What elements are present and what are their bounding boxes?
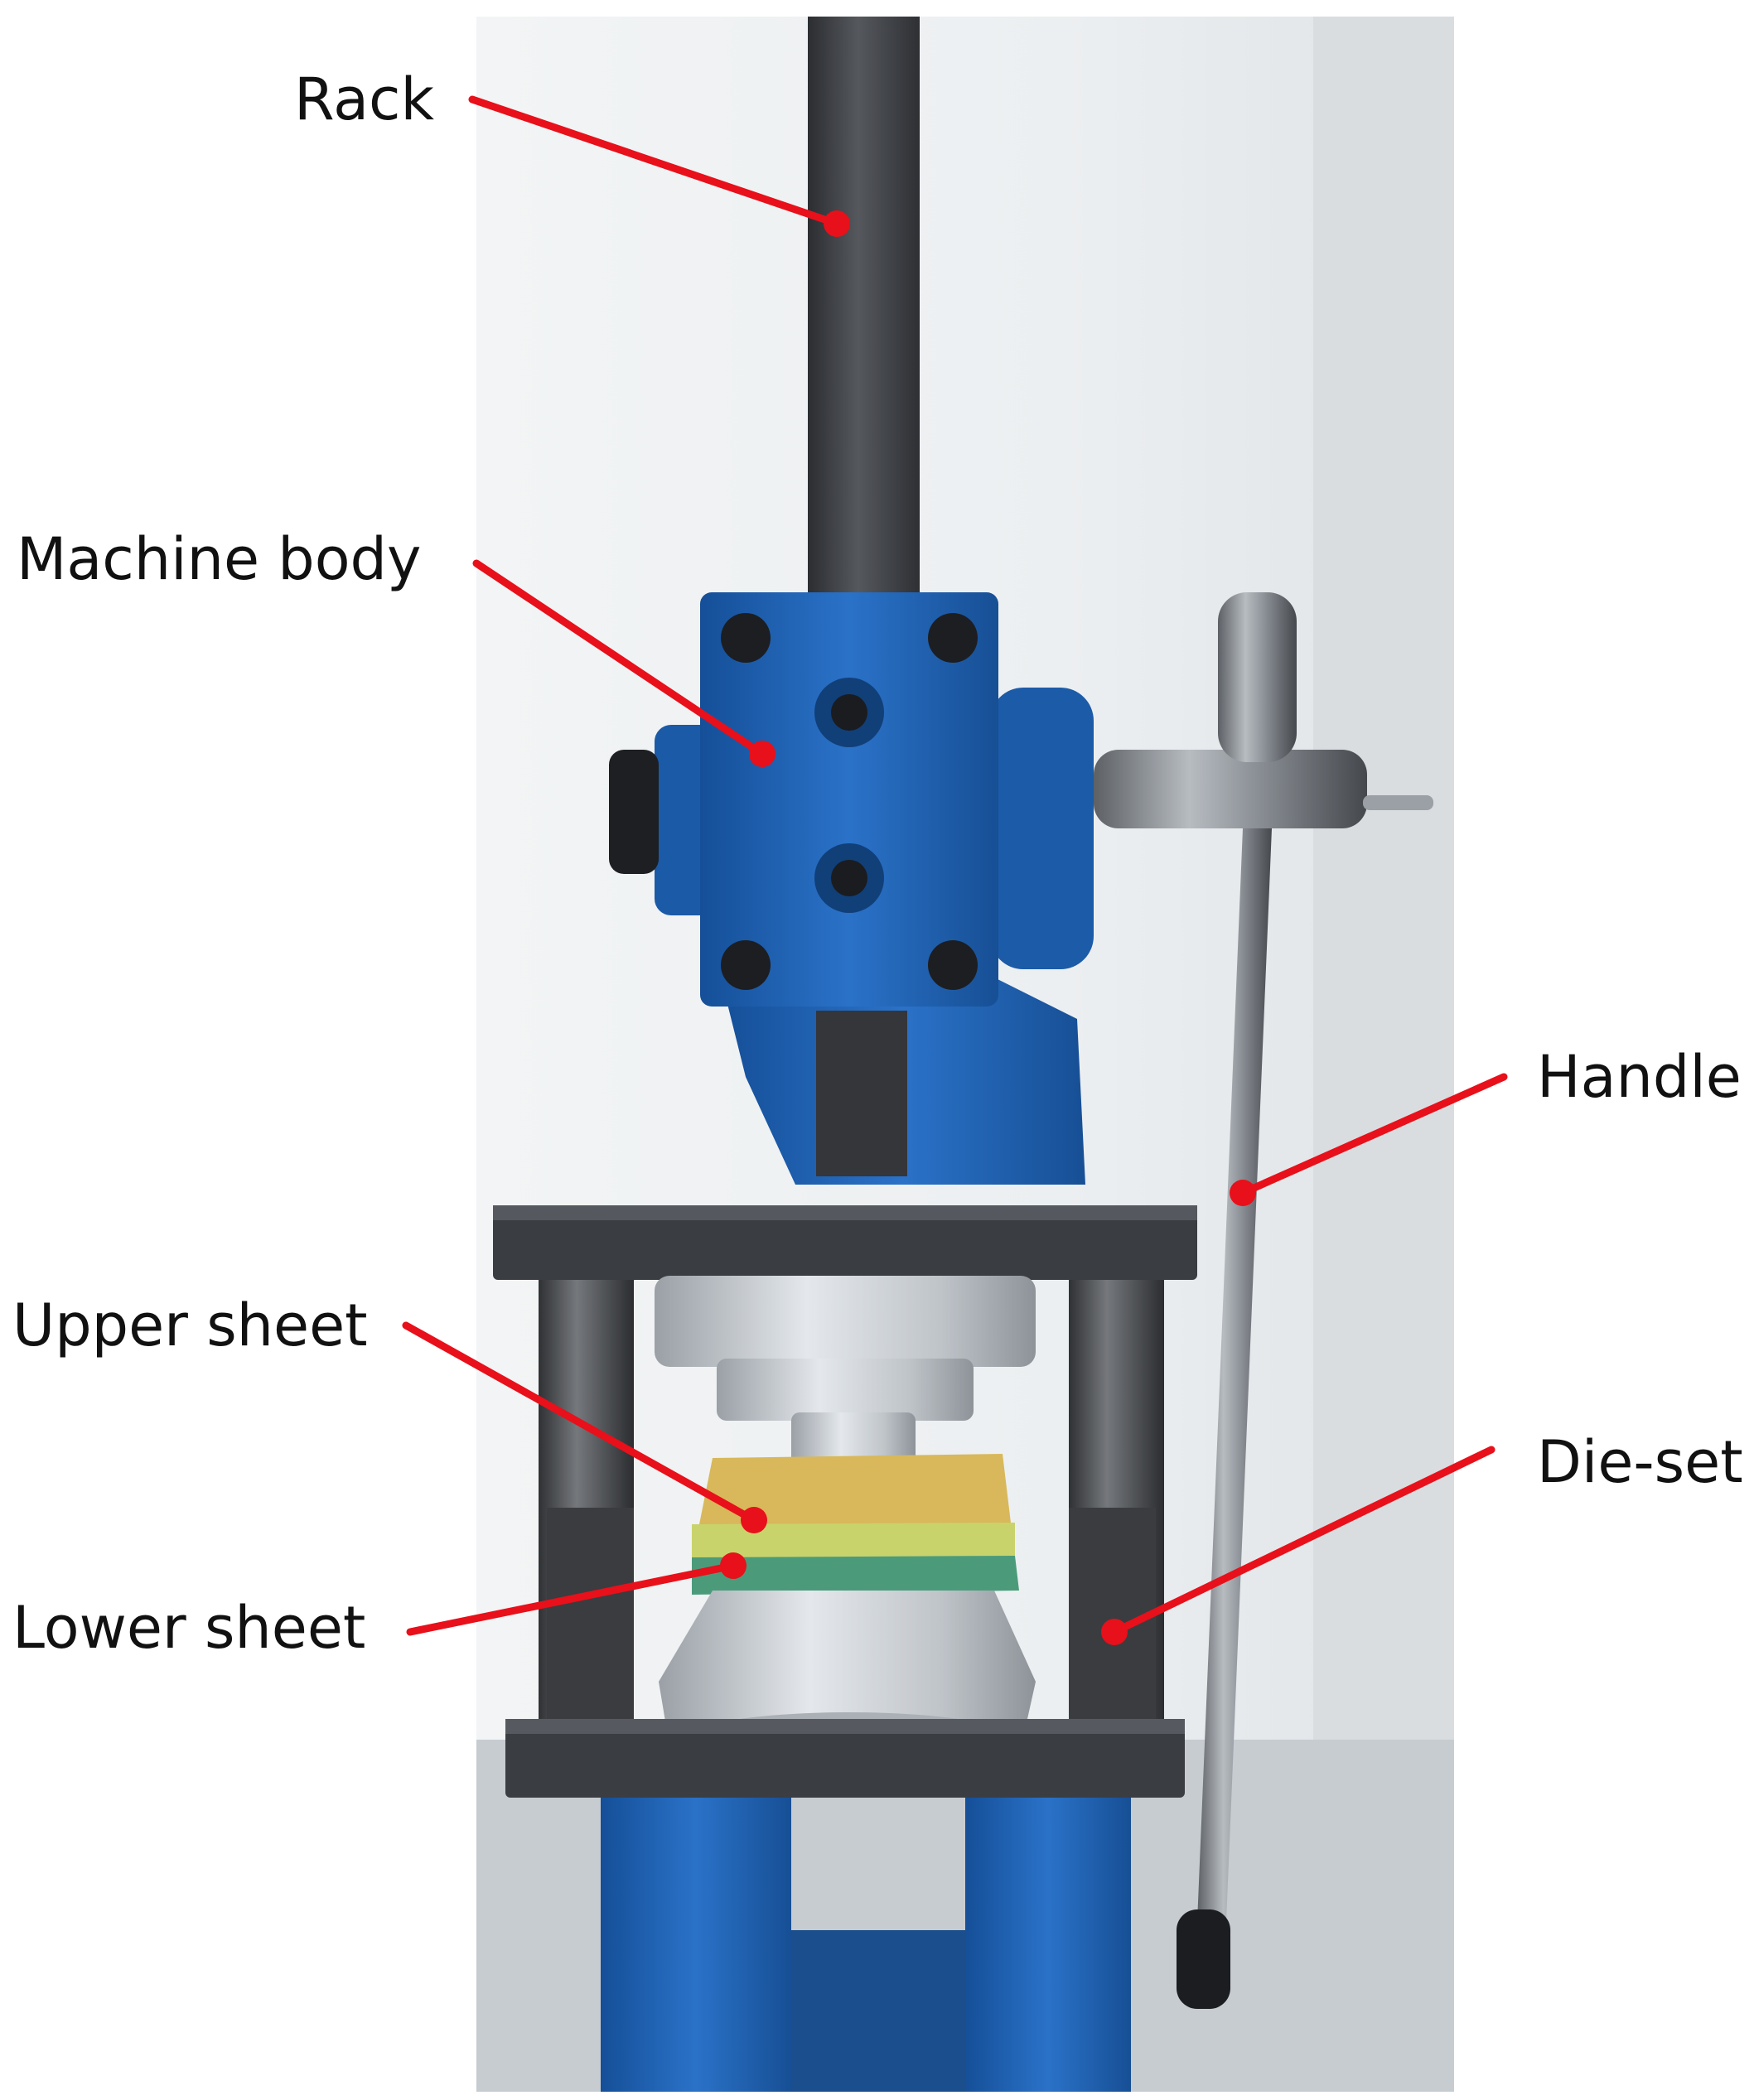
- label-handle: Handle: [1537, 1043, 1742, 1111]
- head-bolt: [721, 613, 771, 663]
- upper-die-flange: [655, 1276, 1036, 1367]
- handle-hub: [1094, 750, 1367, 828]
- label-die-set: Die-set: [1537, 1428, 1743, 1496]
- leader-dot-machine-body: [749, 741, 776, 767]
- handle-bar: [1197, 828, 1272, 1922]
- machine-base-right: [965, 1798, 1131, 2092]
- handle-grip-end: [1177, 1909, 1230, 2009]
- leader-line-upper-sheet: [402, 1321, 758, 1524]
- leader-dot-lower-sheet: [720, 1552, 747, 1579]
- die-top-plate: [493, 1205, 1197, 1280]
- guide-bushing-left: [547, 1508, 634, 1719]
- gear-housing-right: [990, 688, 1094, 969]
- leader-dot-rack: [824, 210, 850, 237]
- label-upper-sheet: Upper sheet: [12, 1291, 368, 1359]
- head-bolt: [721, 940, 771, 990]
- leader-line-lower-sheet: [406, 1562, 737, 1636]
- machine-base-left: [601, 1798, 791, 2092]
- lower-sheet: [692, 1556, 1019, 1595]
- leader-lines: [402, 95, 1508, 1636]
- machine-head: [700, 592, 998, 1007]
- upper-die-body: [717, 1359, 974, 1421]
- leader-endpoints: [720, 210, 1256, 1645]
- label-rack: Rack: [294, 65, 435, 133]
- handle-pin: [1363, 795, 1433, 810]
- leader-line-machine-body: [472, 559, 766, 758]
- head-bolt: [928, 613, 978, 663]
- leader-dot-upper-sheet: [741, 1507, 767, 1533]
- leader-line-rack: [468, 95, 841, 228]
- leader-line-die-set: [1110, 1446, 1495, 1636]
- lower-die: [659, 1591, 1036, 1756]
- die-bottom-plate: [505, 1719, 1185, 1798]
- wall-panel-right: [1313, 17, 1454, 1740]
- shaft-cap-left: [609, 750, 659, 874]
- leader-dot-handle: [1230, 1180, 1256, 1206]
- label-machine-body: Machine body: [17, 525, 422, 593]
- handle-knob: [1218, 592, 1297, 762]
- rack-lower-section: [816, 1011, 907, 1176]
- guide-bushing-right: [1069, 1508, 1156, 1719]
- label-lower-sheet: Lower sheet: [12, 1594, 366, 1662]
- leader-dot-die-set: [1101, 1619, 1128, 1645]
- head-bolt: [928, 940, 978, 990]
- leader-line-handle: [1239, 1073, 1508, 1197]
